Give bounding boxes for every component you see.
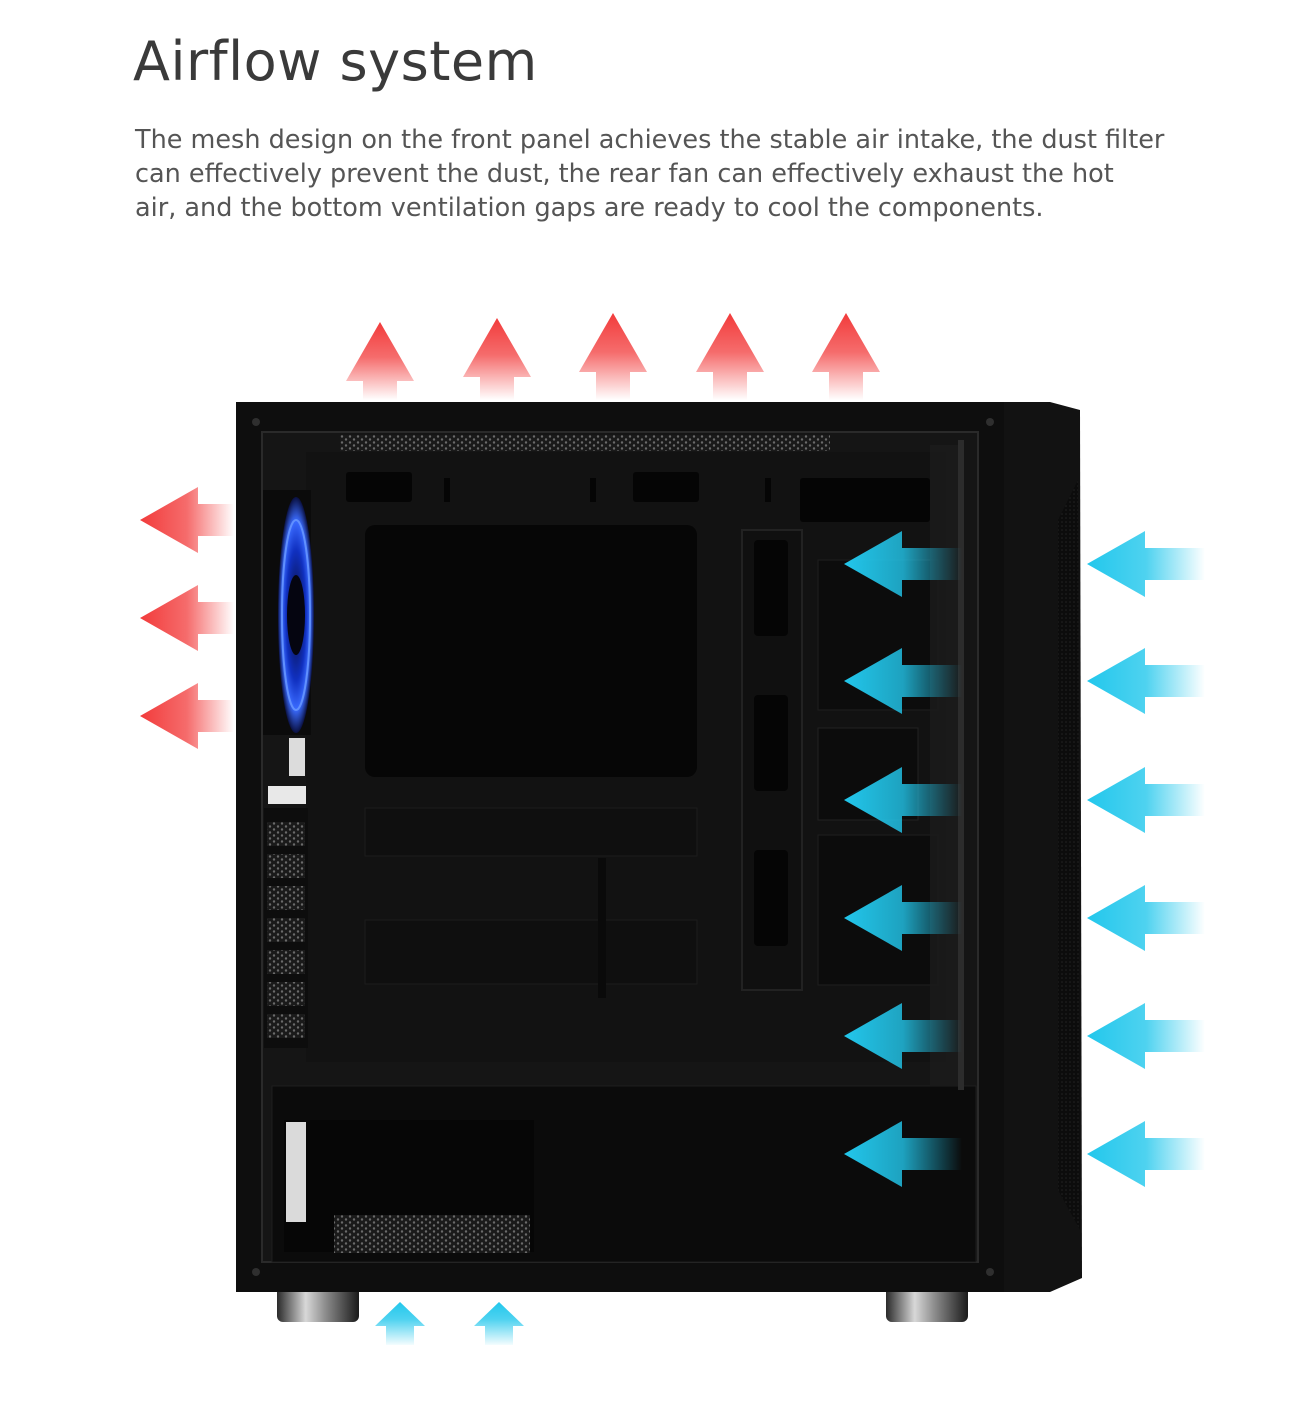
arrow-left-icon (140, 683, 234, 749)
arrow-left-icon (1087, 1003, 1205, 1069)
cpu-cutout (365, 525, 697, 777)
rear-fan (263, 490, 314, 735)
arrow-left-icon (1087, 1121, 1205, 1187)
arrow-left-icon (844, 531, 962, 597)
top-exhaust-arrows (346, 313, 880, 400)
arrow-left-icon (1087, 648, 1205, 714)
arrow-left-icon (140, 487, 234, 553)
arrow-left-icon (140, 585, 234, 651)
bottom-intake-arrows (375, 1302, 524, 1345)
front-intake-inner-arrows (844, 531, 962, 1187)
arrow-left-icon (1087, 885, 1205, 951)
arrow-up-icon (696, 313, 764, 400)
arrow-up-icon (346, 322, 414, 400)
front-intake-outer-arrows (1087, 531, 1205, 1187)
arrow-up-icon (463, 318, 531, 400)
page-title: Airflow system (133, 30, 538, 93)
description-line: air, and the bottom ventilation gaps are… (135, 193, 1044, 223)
arrow-up-icon (474, 1302, 524, 1345)
top-mesh (340, 435, 830, 451)
arrow-up-icon (812, 313, 880, 400)
pci-slots (264, 808, 308, 1048)
description-line: The mesh design on the front panel achie… (135, 125, 1165, 155)
arrow-left-icon (1087, 531, 1205, 597)
arrow-left-icon (844, 767, 962, 833)
description-line: can effectively prevent the dust, the re… (135, 159, 1114, 189)
arrow-left-icon (844, 648, 962, 714)
arrow-left-icon (1087, 767, 1205, 833)
arrow-left-icon (844, 1121, 962, 1187)
arrow-left-icon (844, 885, 962, 951)
arrow-up-icon (375, 1302, 425, 1345)
arrow-left-icon (844, 1003, 962, 1069)
description: The mesh design on the front panel achie… (135, 123, 1195, 225)
arrow-up-icon (579, 313, 647, 400)
rear-exhaust-arrows (140, 487, 234, 749)
